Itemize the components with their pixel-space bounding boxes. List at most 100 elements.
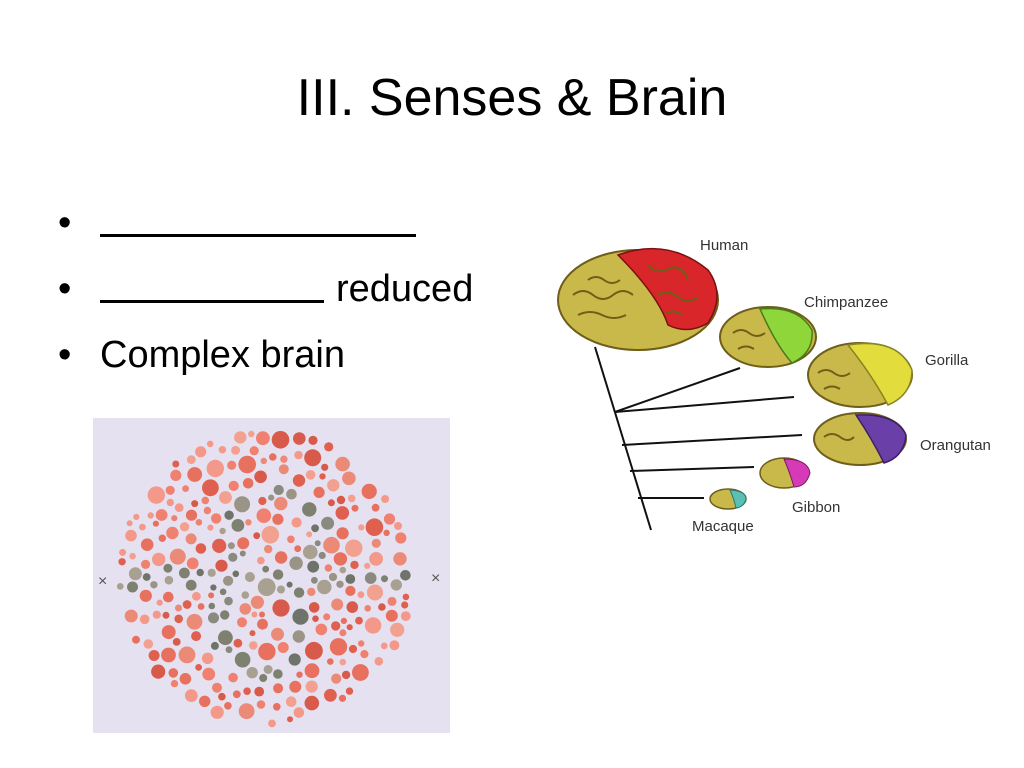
plate-dot <box>339 566 347 574</box>
plate-dot <box>196 568 204 577</box>
plate-dot <box>147 486 165 504</box>
plate-dot <box>162 611 170 619</box>
plate-dot <box>314 540 321 547</box>
fill-in-blank <box>100 198 416 237</box>
plate-dot <box>139 523 146 531</box>
plate-dot <box>329 638 348 656</box>
plate-marker-right: × <box>431 570 440 587</box>
plate-dot <box>336 495 346 505</box>
plate-dot <box>274 496 288 511</box>
plate-dot <box>305 470 316 480</box>
plate-dot <box>402 593 410 601</box>
plate-dot <box>302 502 317 517</box>
plate-dot <box>319 473 326 480</box>
plate-dot <box>264 544 273 554</box>
plate-dot <box>210 705 224 719</box>
plate-dot <box>197 603 205 610</box>
plate-dot <box>293 587 305 598</box>
plate-dot <box>323 613 331 621</box>
plate-dot <box>371 503 380 512</box>
plate-dot <box>342 471 356 486</box>
plate-dot <box>271 627 284 641</box>
plate-dot <box>350 560 359 570</box>
plate-dot <box>158 534 166 542</box>
plate-dot <box>327 479 340 492</box>
plate-dot <box>390 622 405 637</box>
plate-dot <box>346 624 353 631</box>
plate-dot <box>237 537 250 550</box>
bullet-list: • • reduced • Complex brain <box>58 190 473 388</box>
plate-dot <box>383 529 390 536</box>
plate-dot <box>296 671 303 678</box>
plate-dot <box>218 446 227 454</box>
plate-dot <box>272 599 290 617</box>
plate-dot <box>210 641 219 650</box>
tree-lines <box>594 346 803 531</box>
plate-dot <box>321 516 335 530</box>
plate-dot <box>324 564 333 572</box>
plate-dot <box>208 592 215 599</box>
plate-dot <box>268 719 276 728</box>
plate-dot <box>232 690 241 699</box>
plate-dot <box>234 651 251 668</box>
plate-dot <box>401 601 409 609</box>
plate-dot <box>251 611 258 618</box>
plate-dot <box>132 635 140 644</box>
plate-dot <box>395 532 407 544</box>
plate-dot <box>174 614 183 624</box>
plate-dot <box>239 550 246 557</box>
plate-dot <box>256 700 266 709</box>
plate-dot <box>268 494 275 501</box>
fill-in-blank <box>100 264 324 303</box>
plate-dot <box>352 664 369 681</box>
plate-dot <box>304 449 322 467</box>
label-orangutan: Orangutan <box>920 437 991 454</box>
plate-dot <box>118 558 126 566</box>
plate-dot <box>152 520 159 527</box>
plate-dot <box>257 578 276 596</box>
plate-dot <box>289 680 302 693</box>
plate-dot <box>308 602 320 613</box>
plate-dot <box>339 658 347 666</box>
plate-dot <box>143 639 154 649</box>
plate-dot <box>289 556 303 570</box>
plate-dot <box>224 702 232 710</box>
plate-dot <box>212 538 227 553</box>
plate-dot <box>207 524 214 531</box>
plate-dot <box>186 613 203 630</box>
gibbon-brain <box>759 457 811 489</box>
plate-dot <box>245 519 252 526</box>
plate-dot <box>364 617 382 634</box>
plate-dot <box>345 574 356 584</box>
plate-dot <box>347 494 356 503</box>
plate-dot <box>286 488 297 500</box>
plate-dot <box>291 517 302 528</box>
plate-dot <box>400 570 411 581</box>
plate-dot <box>254 470 267 484</box>
plate-dot <box>369 552 383 566</box>
plate-dot <box>327 499 335 507</box>
plate-dot <box>318 551 326 560</box>
plate-dot <box>273 669 283 679</box>
plate-dot <box>231 519 245 532</box>
plate-dot <box>308 435 318 445</box>
plate-dot <box>292 474 306 487</box>
plate-dot <box>141 559 151 569</box>
plate-dot <box>371 538 381 548</box>
plate-dot <box>126 520 133 527</box>
plate-dot <box>201 652 214 664</box>
plate-dot <box>191 500 199 508</box>
plate-dot <box>184 689 198 702</box>
plate-dot <box>218 692 226 701</box>
bullet-item-1: • <box>58 190 473 256</box>
plate-dot <box>293 707 305 718</box>
plate-dot <box>272 569 284 580</box>
plate-dot <box>306 531 313 538</box>
plate-dot <box>207 568 216 577</box>
plate-dot <box>355 616 363 625</box>
plate-dot <box>179 522 190 532</box>
plate-dot <box>133 513 140 520</box>
plate-dot <box>323 536 340 554</box>
plate-dot <box>192 591 201 601</box>
plate-dot <box>175 604 182 612</box>
